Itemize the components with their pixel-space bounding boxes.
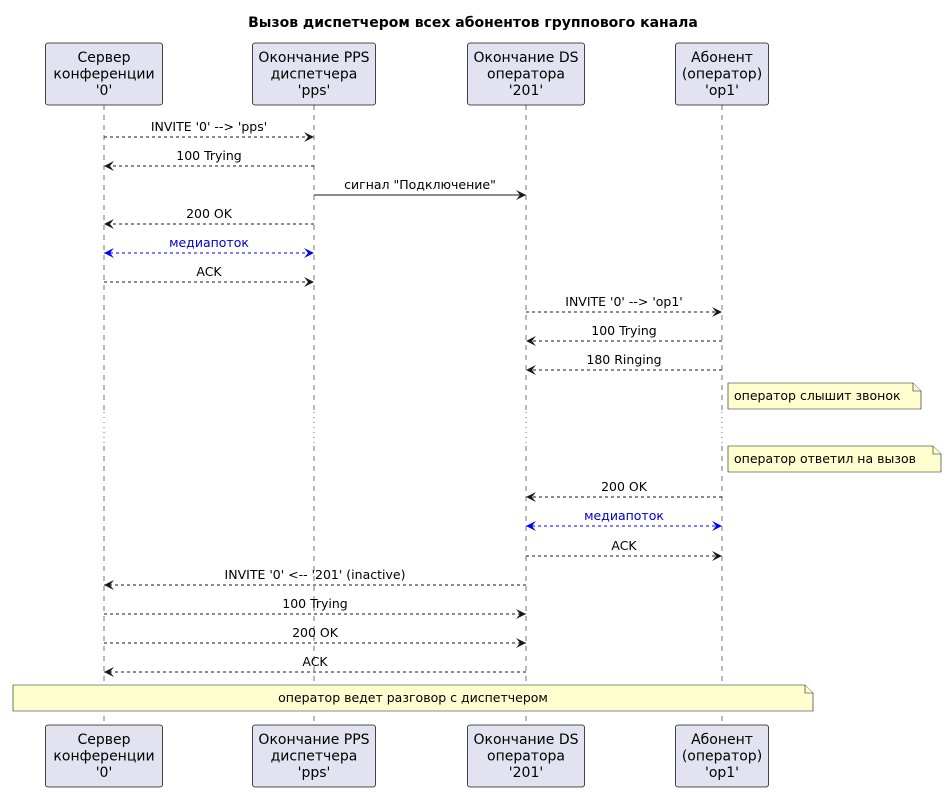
message-5: ACK [104,264,314,287]
note-shape [727,445,942,473]
message-1: 100 Trying [104,148,314,171]
note-shape [727,382,922,410]
participant-box [252,724,376,788]
note-text: оператор ведет разговор с диспетчером [278,690,548,705]
message-16: 100 Trying [104,596,526,619]
message-label: медиапоток [584,508,664,523]
participant-label: Абонент [691,50,753,66]
message-6: INVITE '0' --> 'op1' [526,294,722,317]
diagram-title: Вызов диспетчером всех абонентов группов… [248,15,698,31]
note-11: оператор ответил на вызов [727,445,942,473]
note-text: оператор слышит звонок [734,388,901,403]
note-19: оператор ведет разговор с диспетчером [12,684,814,712]
message-4: медиапоток [104,235,314,258]
participant-label: '0' [96,765,113,781]
message-label: 100 Trying [176,148,242,163]
message-0: INVITE '0' --> 'pps' [104,119,314,142]
participant-label: 'op1' [705,765,739,781]
message-15: INVITE '0' <-- '201' (inactive) [104,567,526,590]
message-label: медиапоток [169,235,249,250]
participant-label: Окончание PPS [258,732,369,748]
participant-label: оператора [487,67,565,83]
message-label: 200 OK [601,479,648,494]
message-steps: INVITE '0' --> 'pps' 100 Trying сигнал "По… [12,119,942,712]
participant-label: конференции [53,67,154,83]
participant-label: 'pps' [298,83,331,99]
message-label: 200 OK [292,625,339,640]
message-label: 180 Ringing [586,352,661,367]
participant-label: конференции [53,749,154,765]
participant-box [467,42,585,106]
participant-label: Окончание DS [473,732,578,748]
note-text: оператор ответил на вызов [734,451,916,466]
message-17: 200 OK [104,625,526,648]
participant-label: (оператор) [682,749,762,765]
participant-label: '201' [509,83,543,99]
participant-label: Сервер [77,732,130,748]
message-label: 100 Trying [282,596,348,611]
message-14: ACK [526,538,722,561]
participant-box [252,42,376,106]
participant-box [675,42,769,106]
message-7: 100 Trying [526,323,722,346]
message-label: ACK [196,264,222,279]
participant-label: Окончание PPS [258,50,369,66]
message-label: INVITE '0' <-- '201' (inactive) [225,567,406,582]
message-label: ACK [302,654,328,669]
participant-box [675,724,769,788]
message-label: 200 OK [186,206,233,221]
note-fold [804,685,813,694]
message-18: ACK [104,654,526,677]
message-label: сигнал "Подключение" [344,177,496,192]
message-3: 200 OK [104,206,314,229]
message-12: 200 OK [526,479,722,502]
participant-label: оператора [487,749,565,765]
participant-label: (оператор) [682,67,762,83]
note-9: оператор слышит звонок [727,382,922,410]
message-label: 100 Trying [591,323,657,338]
participant-label: 'op1' [705,83,739,99]
participant-box [45,42,163,106]
participant-label: диспетчера [271,67,358,83]
note-shape [12,684,814,712]
lifelines [103,105,723,725]
participant-label: Абонент [691,732,753,748]
message-2: сигнал "Подключение" [314,177,526,200]
participant-label: '201' [509,765,543,781]
participant-op1-top: Абонент(оператор)'op1' [675,42,769,106]
message-13: медиапоток [526,508,722,531]
participant-op1-bottom: Абонент(оператор)'op1' [675,724,769,788]
message-8: 180 Ringing [526,352,722,375]
message-label: ACK [611,538,637,553]
participant-label: '0' [96,83,113,99]
message-label: INVITE '0' --> 'op1' [565,294,682,309]
participant-label: Окончание DS [473,50,578,66]
note-fold [912,383,921,392]
participant-label: диспетчера [271,749,358,765]
message-label: INVITE '0' --> 'pps' [151,119,267,134]
participant-box [45,724,163,788]
note-fold [932,446,941,455]
participant-label: 'pps' [298,765,331,781]
participant-box [467,724,585,788]
participant-label: Сервер [77,50,130,66]
